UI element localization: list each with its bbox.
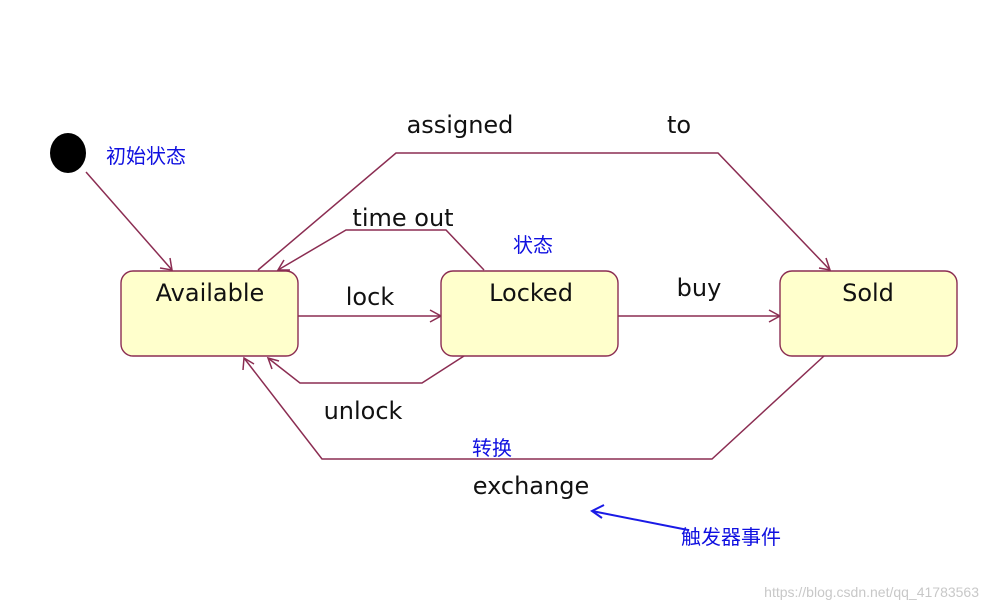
annotation-event-pointer [591,510,689,531]
annotation-transition: 转换 [472,436,512,460]
transition-time-out-arrowhead [276,259,290,271]
initial-node [50,133,86,173]
transition-label-time-out: time out [352,204,453,232]
transition-assigned-to [257,152,831,271]
transition-label-unlock: unlock [324,397,403,425]
annotation-state: 状态 [513,233,553,257]
state-locked [440,270,619,357]
state-locked-label: Locked [489,279,573,307]
annotation-trigger-event: 触发器事件 [681,525,781,549]
transition-assigned-to-arrowhead [818,257,832,271]
transition-exchange-arrowhead [242,356,255,371]
transition-label-exchange: exchange [473,472,589,500]
transition-unlock-arrowhead [266,356,280,370]
transition-label-to: to [667,111,691,139]
transition-label-lock: lock [346,283,395,311]
state-available [120,270,299,357]
transition-exchange [243,355,825,460]
transition-time-out [277,229,485,271]
transition-label-assigned: assigned [407,111,514,139]
state-sold-label: Sold [842,279,894,307]
watermark: https://blog.csdn.net/qq_41783563 [764,584,979,600]
transition-unlock [267,355,465,384]
annotation-initial-state: 初始状态 [106,144,186,168]
state-sold [779,270,958,357]
annotation-event-pointer-arrowhead [590,504,605,519]
state-available-label: Available [156,279,265,307]
initial-transition [85,171,173,271]
transition-label-buy: buy [677,274,722,302]
initial-transition-arrowhead [159,257,173,271]
